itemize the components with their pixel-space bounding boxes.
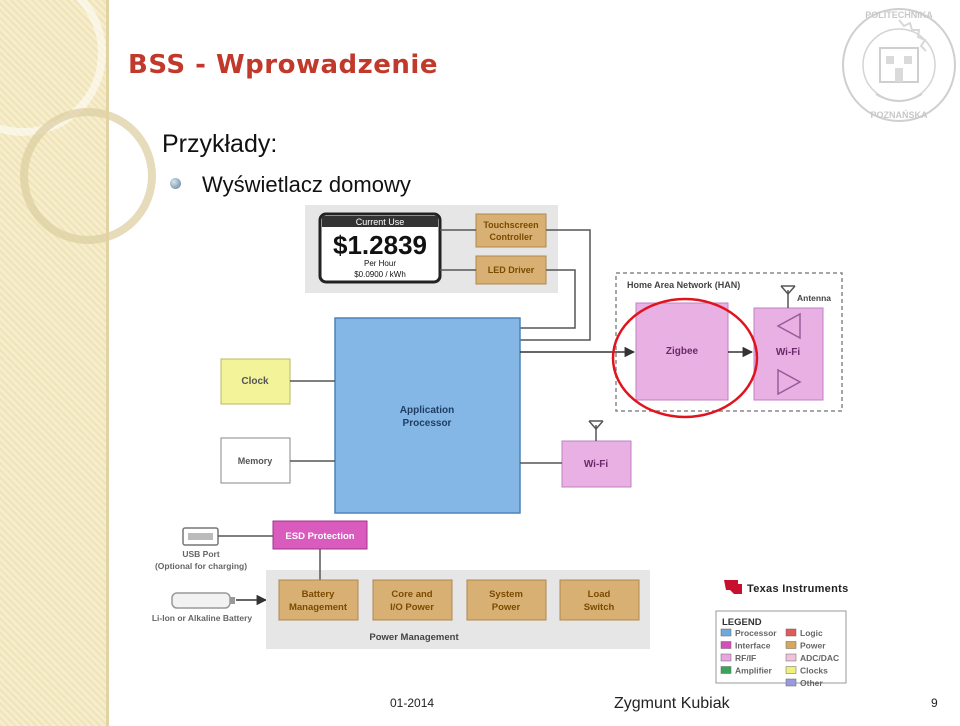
footer-author: Zygmunt Kubiak: [614, 695, 730, 712]
han-wifi-label: Wi-Fi: [776, 347, 801, 358]
connector: [520, 269, 576, 329]
legend-label: Power: [800, 641, 826, 651]
legend-swatch: [785, 678, 797, 687]
svg-text:POZNAŃSKA: POZNAŃSKA: [870, 110, 928, 120]
core-io-label-1: Core and: [391, 589, 432, 600]
display-screen: [318, 212, 442, 284]
legend-label: Clocks: [800, 666, 828, 676]
core-io-label-2: I/O Power: [390, 602, 434, 613]
touchscreen-label-2: Controller: [489, 232, 532, 242]
legend-label: Amplifier: [735, 666, 773, 676]
display-current-use: Current Use: [356, 217, 405, 227]
system-power-label-2: Power: [492, 602, 521, 613]
led-driver-label: LED Driver: [488, 265, 535, 275]
core-io-power-block: [372, 579, 453, 621]
usb-port-label: USB Port: [182, 549, 219, 559]
decorative-sidebar: [0, 0, 156, 726]
highlight-circle: [611, 297, 759, 419]
memory-block: [220, 437, 291, 484]
load-switch-label-1: Load: [588, 589, 611, 600]
footer-date: 01-2014: [390, 696, 435, 710]
bullet-icon: [170, 178, 181, 189]
legend-swatch: [720, 628, 732, 637]
decorative-ring: [20, 108, 156, 244]
battery-mgmt-label-1: Battery: [302, 589, 335, 600]
zigbee-label: Zigbee: [666, 346, 699, 357]
touchscreen-label-1: Touchscreen: [483, 220, 538, 230]
app-processor-label-2: Processor: [403, 418, 452, 429]
amplifier-icon: [776, 312, 801, 340]
bullet-text: Wyświetlacz domowy: [202, 172, 411, 197]
texas-instruments-logo: [724, 580, 742, 594]
led-driver-block: [475, 255, 547, 285]
legend-label: RF/IF: [735, 653, 756, 663]
load-switch-block: [559, 579, 640, 621]
zigbee-block: [635, 302, 729, 401]
esd-label: ESD Protection: [285, 531, 354, 542]
legend-label: Interface: [735, 641, 771, 651]
han-title: Home Area Network (HAN): [627, 280, 740, 290]
footer-page: 9: [931, 696, 938, 710]
touchscreen-controller-block: [475, 213, 547, 248]
university-seal-logo: POLITECHNIKA POZNAŃSKA: [842, 8, 956, 122]
legend-label: Processor: [735, 628, 777, 638]
legend-label: Logic: [800, 628, 823, 638]
system-power-block: [466, 579, 547, 621]
legend-box: [715, 610, 847, 684]
legend-title: LEGEND: [722, 617, 762, 628]
antenna-icon: [588, 420, 604, 441]
legend-swatch: [720, 666, 732, 674]
sidebar-divider: [106, 0, 109, 726]
connector: [520, 229, 591, 341]
legend-swatch: [720, 641, 732, 649]
legend-swatch: [785, 653, 797, 662]
clock-label: Clock: [241, 376, 269, 387]
battery-management-block: [278, 579, 359, 621]
load-switch-label-2: Switch: [584, 602, 615, 613]
legend-swatch: [785, 628, 797, 637]
system-power-label-1: System: [489, 589, 523, 600]
display-rate: $0.0900 / kWh: [354, 270, 406, 279]
antenna-icon: [780, 285, 796, 308]
slide-title: BSS - Wprowadzenie: [128, 50, 438, 80]
power-management-label: Power Management: [369, 632, 459, 643]
display-price: $1.2839: [333, 230, 427, 260]
legend-label: Other: [800, 678, 823, 688]
application-processor-block: [334, 317, 521, 514]
antenna-label: Antenna: [797, 293, 831, 303]
display-header-bar: [322, 216, 438, 227]
legend-swatch: [785, 666, 797, 674]
wifi-block: [561, 440, 632, 488]
legend-swatch: [785, 641, 797, 649]
usb-port-icon: [188, 533, 213, 540]
memory-label: Memory: [238, 456, 273, 466]
usb-port-sublabel: (Optional for charging): [155, 561, 247, 571]
legend-swatch: [720, 653, 732, 662]
section-heading: Przykłady:: [162, 130, 278, 158]
legend-label: ADC/DAC: [800, 653, 839, 663]
display-per-hour: Per Hour: [364, 259, 396, 268]
battery-label: Li-Ion or Alkaline Battery: [152, 613, 253, 623]
wifi-label: Wi-Fi: [584, 459, 609, 470]
svg-text:POLITECHNIKA: POLITECHNIKA: [865, 10, 933, 20]
amplifier-icon: [777, 368, 802, 396]
battery-icon: [171, 592, 235, 609]
battery-mgmt-label-2: Management: [289, 602, 348, 613]
vendor-name: Texas Instruments: [747, 583, 848, 595]
esd-protection-block: [272, 520, 368, 550]
app-processor-label-1: Application: [400, 405, 454, 416]
